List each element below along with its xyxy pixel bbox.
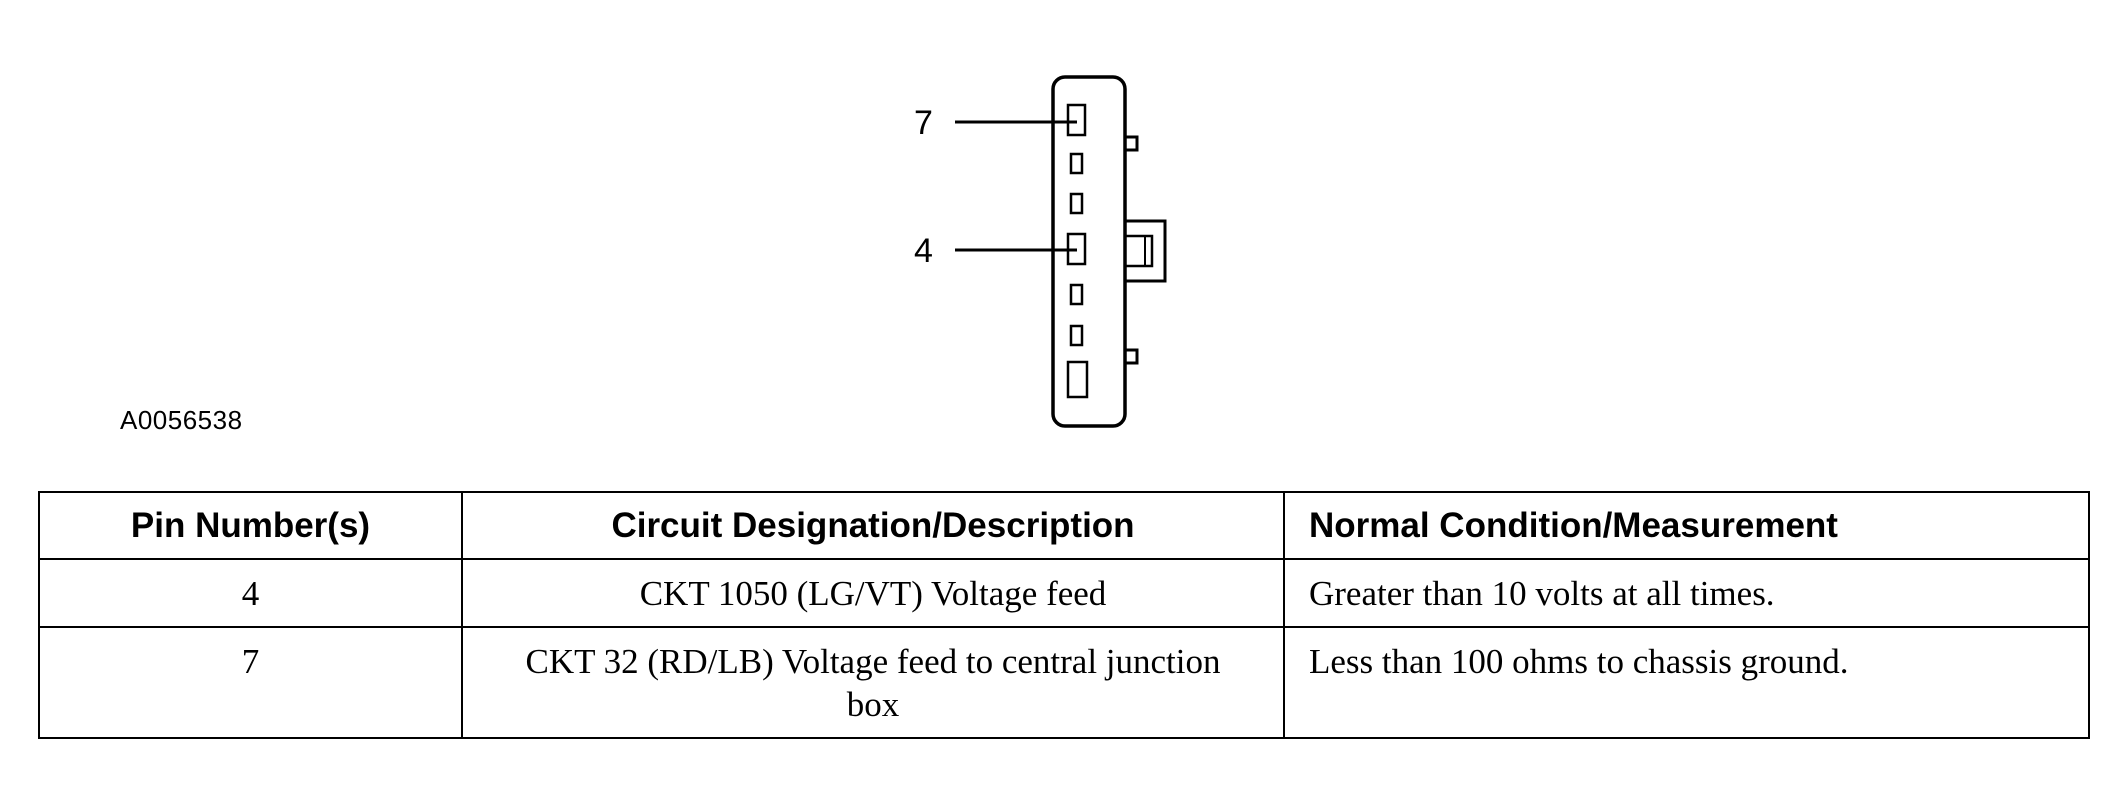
table-header-row: Pin Number(s) Circuit Designation/Descri… <box>38 491 2090 560</box>
pin-cavity-1 <box>1066 360 1089 399</box>
pin-cavity-3 <box>1069 283 1084 306</box>
table-row: 7 CKT 32 (RD/LB) Voltage feed to central… <box>38 626 2090 739</box>
latch-tab-lower <box>1125 348 1139 365</box>
header-condition: Normal Condition/Measurement <box>1283 491 2090 560</box>
table-row: 4 CKT 1050 (LG/VT) Voltage feed Greater … <box>38 558 2090 628</box>
pin-label-4: 4 <box>914 232 933 270</box>
cell-pin: 4 <box>38 558 463 628</box>
cell-circuit: CKT 1050 (LG/VT) Voltage feed <box>461 558 1285 628</box>
center-lock-inner <box>1125 234 1154 268</box>
cell-pin: 7 <box>38 626 463 739</box>
pin-cavity-5 <box>1069 192 1084 215</box>
cell-condition: Greater than 10 volts at all times. <box>1283 558 2090 628</box>
header-circuit: Circuit Designation/Description <box>461 491 1285 560</box>
header-pin-number: Pin Number(s) <box>38 491 463 560</box>
cell-condition: Less than 100 ohms to chassis ground. <box>1283 626 2090 739</box>
latch-tab-upper <box>1125 135 1139 152</box>
connector-diagram: 7 4 A0056538 <box>120 75 1167 435</box>
pin-cavity-7 <box>1066 103 1087 137</box>
figure-id: A0056538 <box>120 405 243 435</box>
pin-cavity-2 <box>1069 324 1084 347</box>
connector-face <box>955 75 1167 428</box>
pin-cavity-6 <box>1069 152 1084 175</box>
cell-circuit: CKT 32 (RD/LB) Voltage feed to central j… <box>461 626 1285 739</box>
pin-label-7: 7 <box>914 104 933 142</box>
center-lock <box>1125 219 1167 283</box>
pin-spec-table: Pin Number(s) Circuit Designation/Descri… <box>38 491 2090 739</box>
